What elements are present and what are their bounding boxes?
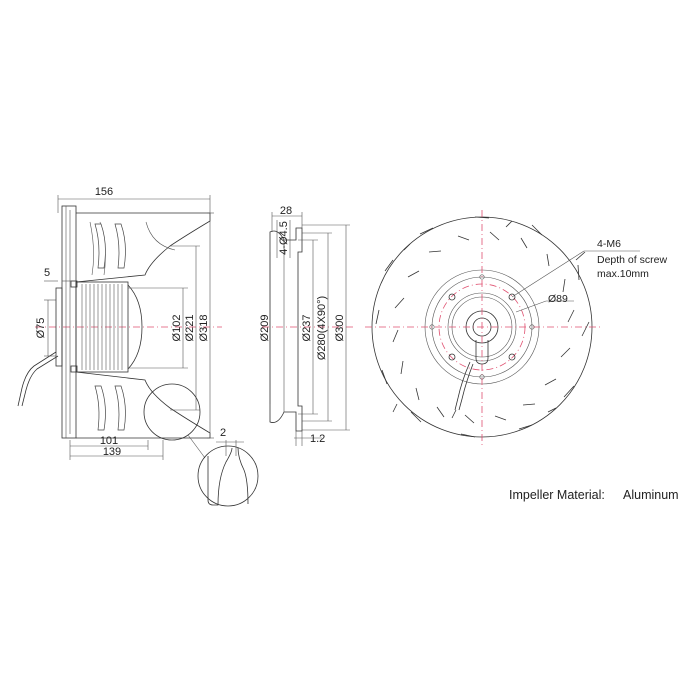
detail-view: 2: [197, 427, 259, 507]
section-profile: [269, 227, 303, 432]
detail-circle: [197, 445, 259, 507]
lower-shroud: [75, 371, 211, 439]
side-blade-slot-1: [94, 223, 106, 269]
side-blade-slot-2: [114, 223, 126, 269]
section-view: 28 4-Ø4.5 Ø209 Ø237 Ø280(4X90°) Ø300 1.2: [259, 205, 355, 446]
note-m6: 4-M6: [597, 238, 621, 250]
power-cable: [17, 351, 57, 407]
dim-1-2: 1.2: [310, 433, 325, 445]
m6-hole-3: [448, 353, 456, 361]
dim-d318: Ø318: [198, 315, 210, 342]
detail-callout-circle: [143, 383, 201, 441]
dim-d280: Ø280(4X90°): [316, 296, 328, 360]
front-cable: [454, 361, 471, 411]
leader-d89: [515, 300, 547, 313]
leader-m6: [511, 250, 585, 298]
front-view: [365, 210, 640, 445]
side-blade-slot-4: [114, 385, 126, 431]
dim-d221: Ø221: [184, 315, 196, 342]
motor-hub: [75, 281, 129, 373]
front-blade-slots: [375, 216, 590, 438]
dim-d75: Ø75: [35, 318, 47, 339]
m6-hole-1: [508, 293, 516, 301]
upper-shroud: [75, 212, 211, 283]
dim-156: 156: [95, 186, 113, 198]
front-cable-gland: [475, 340, 489, 365]
note-screw-depth: Depth of screw: [597, 254, 667, 266]
dim-28: 28: [280, 205, 292, 217]
motor-fins: [81, 284, 123, 370]
material-value: Aluminum: [623, 488, 679, 502]
note-screw-max: max.10mm: [597, 268, 649, 280]
m6-hole-2: [448, 293, 456, 301]
material-note: Impeller Material: Aluminum: [509, 488, 679, 502]
side-view: 156 5 Ø75 Ø102 Ø221 Ø318 101 139: [17, 186, 222, 460]
mount-flange: [55, 287, 63, 367]
dim-d209: Ø209: [259, 315, 271, 342]
dim-d300: Ø300: [334, 315, 346, 342]
dim-d102: Ø102: [171, 315, 183, 342]
back-plate: [61, 205, 77, 439]
dim-d237: Ø237: [301, 315, 313, 342]
note-d89: Ø89: [548, 293, 568, 305]
dim-detail-2: 2: [220, 427, 226, 439]
dim-holes: 4-Ø4.5: [278, 221, 290, 255]
material-label: Impeller Material:: [509, 488, 605, 502]
dim-5: 5: [44, 267, 50, 279]
side-blade-slot-3: [94, 385, 106, 431]
m6-hole-4: [508, 353, 516, 361]
dim-139: 139: [103, 446, 121, 458]
dim-101: 101: [100, 435, 118, 447]
